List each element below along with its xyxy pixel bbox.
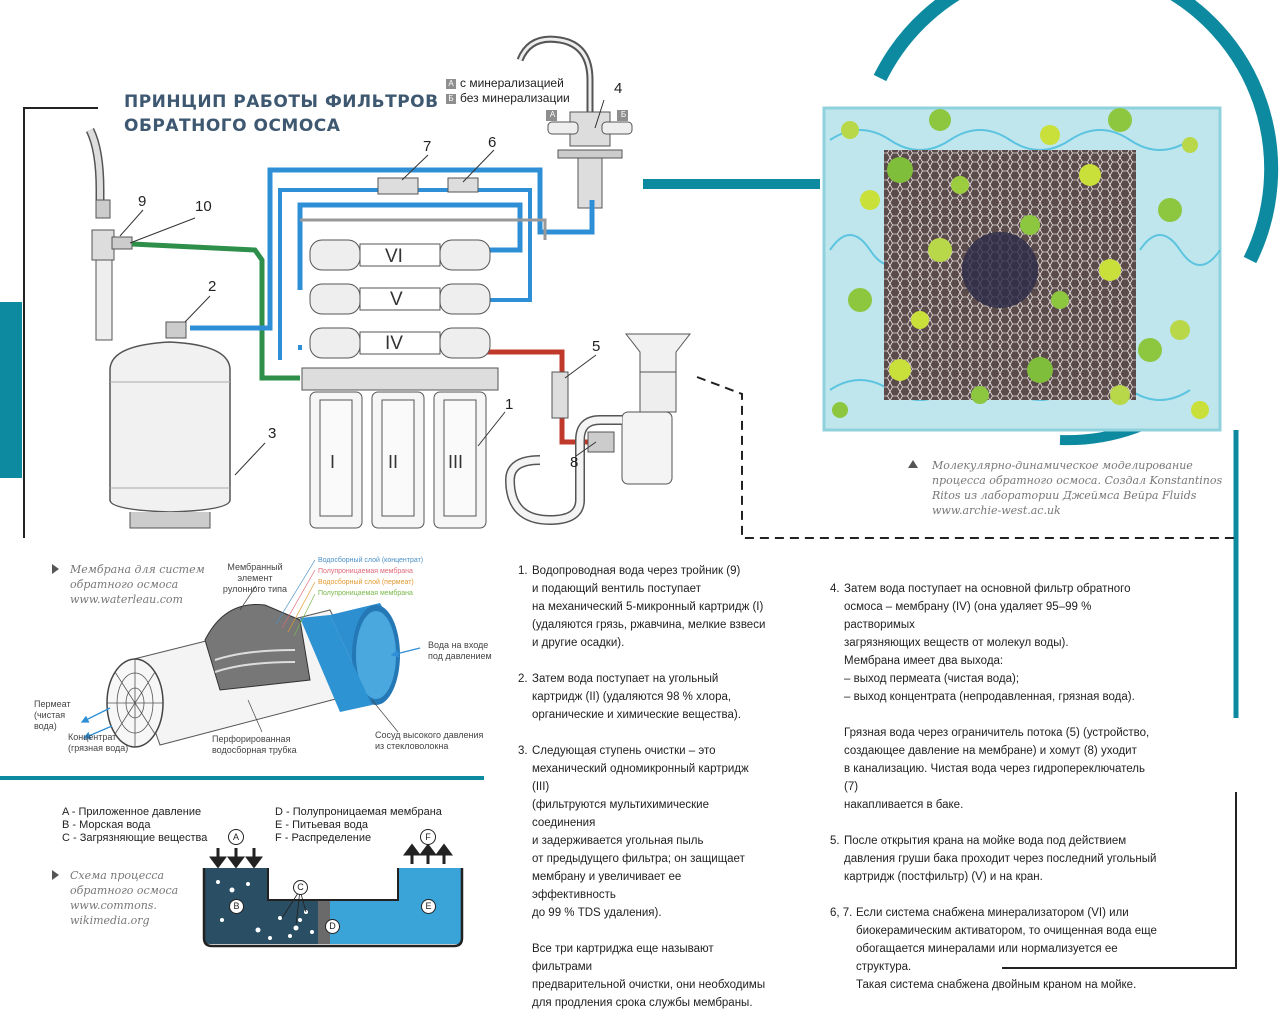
membrane-layers: Водосборный слой (концентрат) Полупрониц… bbox=[318, 555, 423, 599]
ro-process-schematic bbox=[202, 843, 464, 948]
ro-system-illustration bbox=[85, 35, 692, 529]
stage-label-I: I bbox=[330, 452, 336, 472]
legend-a-text: с минерализацией bbox=[460, 76, 564, 90]
step-4-continued: Грязная вода через ограничитель потока (… bbox=[844, 727, 1150, 811]
membrane-element-label: Мембранный элемент рулонного типа bbox=[222, 562, 288, 594]
callout-5: 5 bbox=[592, 338, 601, 355]
caption-triangle-icon bbox=[908, 460, 918, 468]
marker-d: D bbox=[325, 919, 340, 934]
callout-6: 6 bbox=[488, 134, 497, 151]
stage-label-VI: VI bbox=[385, 246, 403, 267]
step-4: 4. Затем вода поступает на основной филь… bbox=[830, 583, 1135, 703]
stage-label-IV: IV bbox=[385, 333, 403, 354]
step-note: Все три картриджа еще называют фильтрами… bbox=[532, 943, 766, 1009]
stage-label-II: II bbox=[388, 452, 399, 472]
layer-membrane-2: Полупроницаемая мембрана bbox=[318, 590, 413, 597]
layer-membrane-1: Полупроницаемая мембрана bbox=[318, 568, 413, 575]
layer-permeate: Водосборный слой (пермеат) bbox=[318, 579, 414, 586]
caption-arrow-icon bbox=[52, 870, 59, 880]
callout-10: 10 bbox=[195, 198, 212, 215]
steps-column-2: 4. Затем вода поступает на основной филь… bbox=[830, 580, 1160, 1012]
legend-b-marker: Б bbox=[446, 93, 456, 104]
title-line-1: ПРИНЦИП РАБОТЫ ФИЛЬТРОВ bbox=[124, 92, 439, 112]
concentrate-label: Концентрат(грязная вода) bbox=[68, 732, 129, 753]
callout-1: 1 bbox=[505, 396, 514, 413]
stage-label-III: III bbox=[448, 452, 464, 472]
frame-lines bbox=[0, 107, 1239, 969]
callout-8: 8 bbox=[570, 454, 579, 471]
legend-b-text: без минерализации bbox=[460, 91, 570, 105]
legend-a-marker: А bbox=[446, 78, 456, 89]
marker-f: F bbox=[420, 829, 436, 845]
page-title: ПРИНЦИП РАБОТЫ ФИЛЬТРОВ ОБРАТНОГО ОСМОСА bbox=[124, 90, 439, 138]
callout-4: 4 bbox=[614, 80, 623, 97]
membrane-illustration bbox=[80, 559, 421, 748]
title-line-2: ОБРАТНОГО ОСМОСА bbox=[124, 116, 341, 136]
stage-label-V: V bbox=[390, 289, 403, 310]
membrane-caption: Мембрана для систем обратного осмоса www… bbox=[52, 562, 205, 607]
callout-9: 9 bbox=[138, 193, 147, 210]
callout-2: 2 bbox=[208, 278, 217, 295]
layer-concentrate: Водосборный слой (концентрат) bbox=[318, 557, 424, 564]
faucet-marker-b: Б bbox=[620, 110, 627, 119]
steps-column-1: 1. Водопроводная вода через тройник (9)и… bbox=[518, 562, 768, 1030]
callout-7: 7 bbox=[423, 138, 432, 155]
step-5: 5. После открытия крана на мойке вода по… bbox=[830, 835, 1157, 883]
step-1: 1. Водопроводная вода через тройник (9)и… bbox=[518, 565, 766, 649]
faucet-marker-a: А bbox=[549, 110, 556, 119]
marker-b: B bbox=[229, 899, 244, 914]
simulation-image bbox=[822, 0, 1279, 446]
marker-a: A bbox=[228, 829, 244, 845]
step-6-7: 6, 7. Если система снабжена минерализато… bbox=[830, 907, 1157, 991]
marker-c: C bbox=[293, 880, 308, 895]
marker-e: E bbox=[421, 899, 436, 914]
callout-3: 3 bbox=[268, 425, 277, 442]
caption-arrow-icon bbox=[52, 564, 59, 574]
